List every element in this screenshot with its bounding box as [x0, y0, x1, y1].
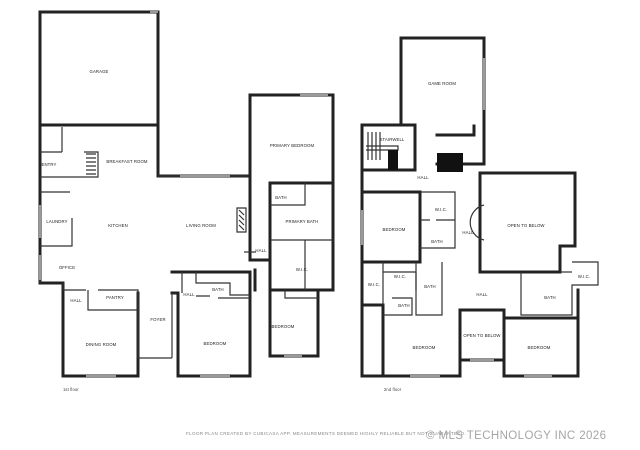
room-label-bedroom-5: BEDROOM — [528, 345, 551, 350]
room-label-bath-1: BATH — [212, 287, 224, 292]
room-label-hall-2: HALL — [183, 292, 195, 297]
room-label-wic-2: W.I.C. — [435, 207, 447, 212]
room-label-bath-3: BATH — [431, 239, 443, 244]
room-label-hall-1: HALL — [70, 298, 82, 303]
room-label-wic-5: W.I.C. — [578, 274, 590, 279]
room-label-hall-3: HALL — [255, 248, 267, 253]
room-label-hall-5: HALL — [462, 230, 474, 235]
room-label-pantry: PANTRY — [106, 295, 124, 300]
room-label-wic-4: W.I.C. — [368, 282, 380, 287]
room-label-hall-4: HALL — [417, 175, 429, 180]
room-label-open-to-below-1: OPEN TO BELOW — [507, 223, 545, 228]
room-label-bath-4: BATH — [424, 284, 436, 289]
second-floor-caption: 2nd floor — [384, 387, 402, 392]
room-label-primary-bath: PRIMARY BATH — [286, 219, 319, 224]
room-label-hall-6: HALL — [476, 292, 488, 297]
room-label-breakfast-room: BREAKFAST ROOM — [106, 159, 148, 164]
room-label-office: OFFICE — [59, 265, 75, 270]
second-floor-plan: 2nd floor GAME ROOM STAIRWELL HALL BEDRO… — [360, 36, 599, 392]
room-label-bedroom-4: BEDROOM — [413, 345, 436, 350]
room-label-wic-1: W.I.C. — [296, 267, 308, 272]
room-label-primary-bedroom: PRIMARY BEDROOM — [270, 143, 315, 148]
room-label-open-to-below-2: OPEN TO BELOW — [463, 333, 501, 338]
room-label-dining-room: DINING ROOM — [86, 342, 117, 347]
room-label-bath-6: BATH — [544, 295, 556, 300]
room-label-garage: GARAGE — [90, 69, 109, 74]
floor-plan-disclaimer: FLOOR PLAN CREATED BY CUBICASA APP. MEAS… — [186, 431, 466, 436]
room-label-bedroom-1: BEDROOM — [204, 341, 227, 346]
room-label-bedroom-3: BEDROOM — [383, 227, 406, 232]
room-label-foyer: FOYER — [150, 317, 165, 322]
room-label-entry: ENTRY — [42, 162, 57, 167]
room-label-living-room: LIVING ROOM — [186, 223, 216, 228]
mls-watermark: © MLS TECHNOLOGY INC 2026 — [426, 430, 607, 442]
room-label-laundry: LAUNDRY — [46, 219, 67, 224]
room-label-kitchen: KITCHEN — [108, 223, 128, 228]
room-label-wic-3: W.I.C. — [394, 274, 406, 279]
room-label-bath-2: BATH — [275, 195, 287, 200]
room-label-bath-5: BATH — [398, 303, 410, 308]
room-label-stairwell: STAIRWELL — [380, 137, 405, 142]
room-label-game-room: GAME ROOM — [428, 81, 456, 86]
first-floor-caption: 1st floor — [63, 387, 79, 392]
first-floor-plan: 1st floor GARAGE ENTRY BREAKFAST ROOM LA… — [38, 10, 335, 392]
room-label-bedroom-2: BEDROOM — [272, 324, 295, 329]
